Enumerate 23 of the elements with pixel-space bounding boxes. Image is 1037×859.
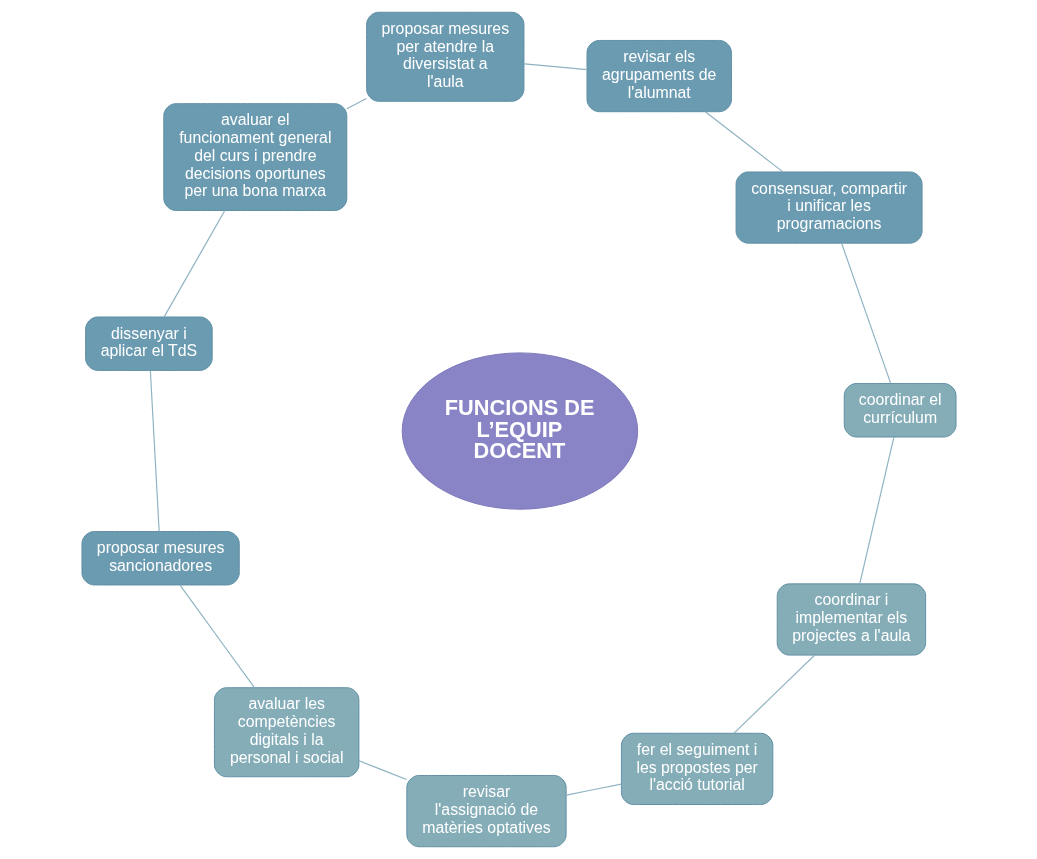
node-box: proposar mesures sancionadores [80, 531, 240, 586]
connector [149, 369, 160, 533]
node-box: coordinar i implementar els projectes a l'aula [776, 583, 926, 656]
node-ellipse: FUNCIONS DE L’EQUIP DOCENT [401, 352, 638, 510]
node-box: dissenyar i aplicar el TdS [84, 316, 213, 371]
node-box: avaluar les competències digitals i la personal i social [213, 687, 359, 778]
node-box: coordinar el currículum [843, 383, 957, 438]
connector [358, 760, 407, 781]
connector [163, 209, 225, 318]
connector [565, 783, 622, 796]
connector [523, 63, 587, 71]
node-box: proposar mesures per atendre la diversistat a l'aula [365, 11, 524, 102]
node-box: avaluar el funcionament general del curs i prendre decisions oportunes per una bona marxa [162, 103, 347, 211]
node-box: revisar els agrupaments de l'alumnat [586, 39, 732, 113]
node-box: consensuar, compartir i unificar les programacions [735, 171, 923, 244]
node-box: revisar l'assignació de matèries optatives [405, 775, 567, 848]
connector [733, 654, 815, 734]
node-box: fer el seguiment i les propostes per l'acció tutorial [620, 732, 773, 805]
connector [178, 584, 255, 689]
connector [858, 436, 894, 585]
connector [345, 97, 367, 110]
connector [840, 242, 891, 384]
connector [704, 111, 783, 173]
